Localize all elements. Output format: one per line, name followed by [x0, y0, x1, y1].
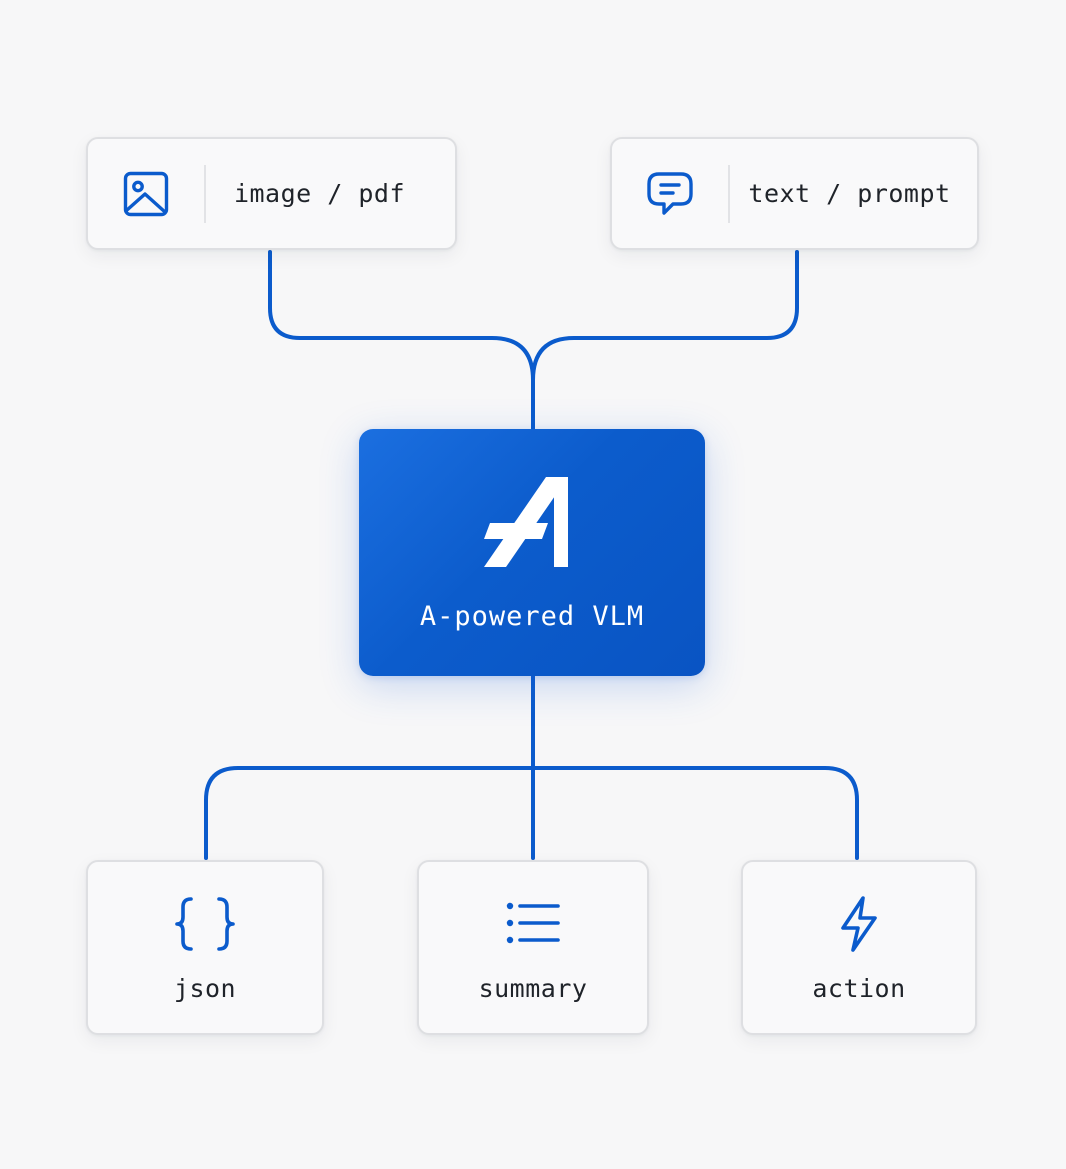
output-label: json: [173, 974, 237, 1003]
connector-image-to-model: [268, 250, 535, 431]
list-icon: [506, 902, 560, 944]
input-label: text / prompt: [748, 179, 951, 208]
connector-text-to-model: [531, 250, 799, 431]
output-label: summary: [478, 974, 588, 1003]
chat-bubble-icon: [647, 171, 693, 215]
card-divider: [728, 164, 730, 223]
input-card-image-pdf: image / pdf: [86, 137, 457, 250]
input-card-text-prompt: text / prompt: [610, 137, 979, 250]
card-divider: [204, 164, 206, 223]
output-card-action: action: [741, 860, 977, 1035]
input-label: image / pdf: [233, 179, 406, 208]
output-card-summary: summary: [417, 860, 649, 1035]
image-icon: [123, 171, 169, 216]
curly-braces-icon: [175, 897, 235, 951]
output-label: action: [812, 974, 906, 1003]
connector-split-horizontal: [204, 766, 859, 860]
a-logo-icon: [484, 477, 568, 567]
lightning-bolt-icon: [841, 896, 877, 952]
model-label: A-powered VLM: [419, 601, 645, 632]
output-card-json: json: [86, 860, 324, 1035]
model-box: A-powered VLM: [359, 429, 705, 676]
